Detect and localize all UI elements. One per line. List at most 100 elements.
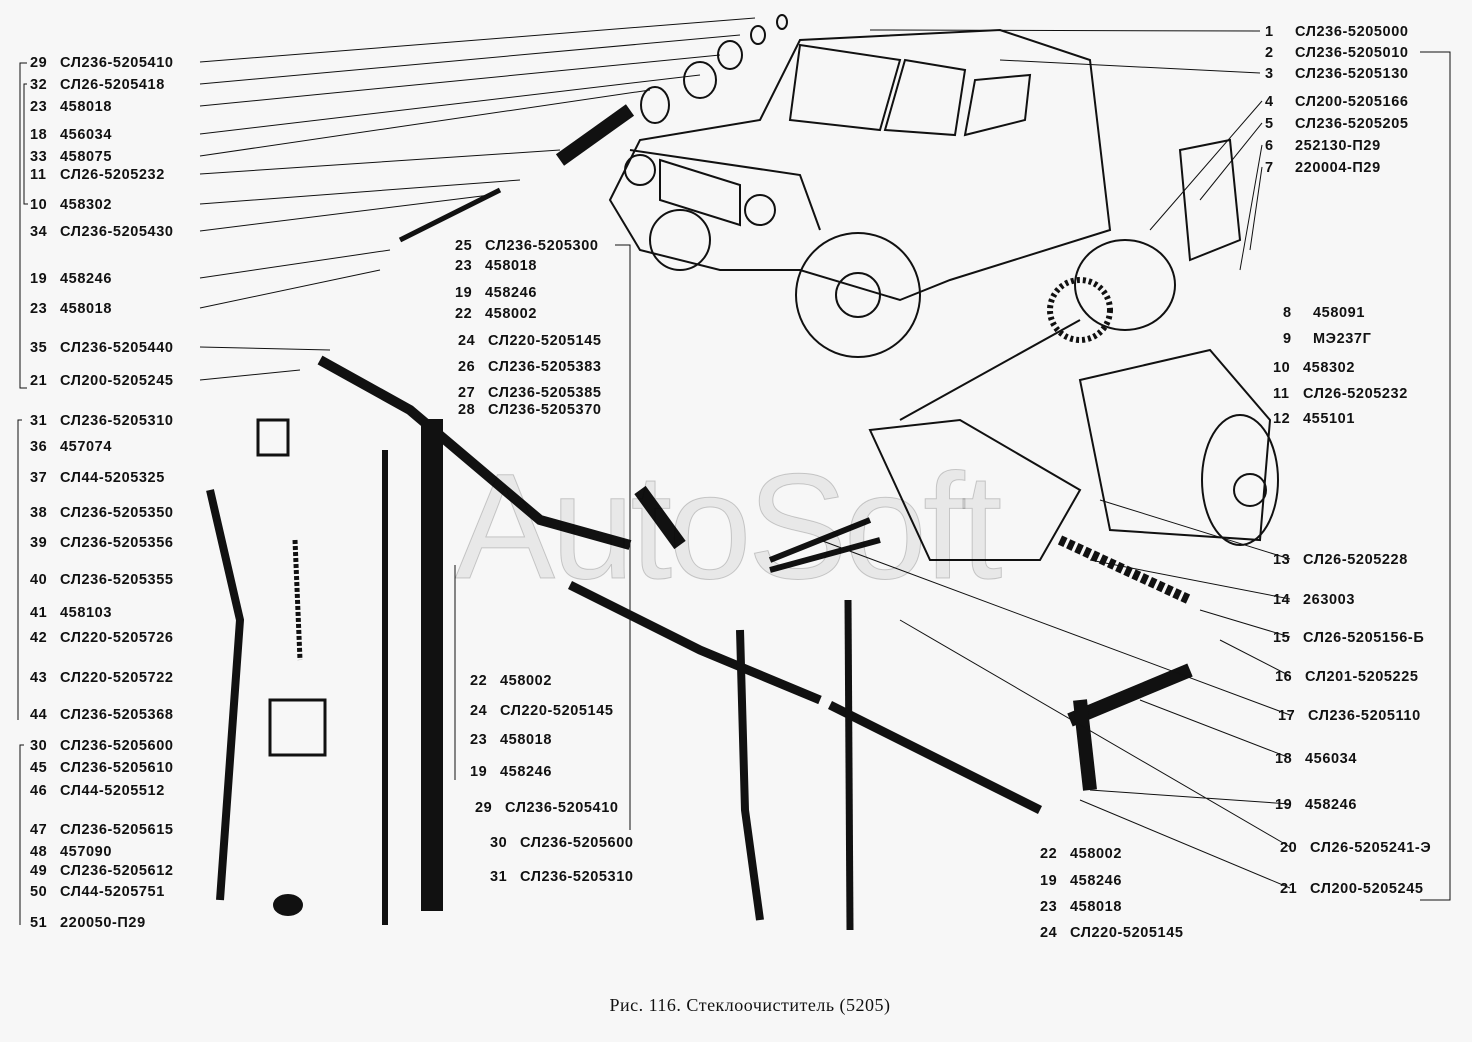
part-number: СЛ236-5205310 <box>60 413 174 429</box>
part-number: СЛ44-5205751 <box>60 884 165 900</box>
callout-number: 41 <box>30 605 48 621</box>
callout-number: 9 <box>1283 331 1292 347</box>
part-number: СЛ200-5205245 <box>1310 881 1424 897</box>
part-number: СЛ236-5205205 <box>1295 116 1409 132</box>
callout-number: 34 <box>30 224 48 240</box>
part-number: СЛ236-5205000 <box>1295 24 1409 40</box>
callout-number: 38 <box>30 505 48 521</box>
callout-number: 20 <box>1280 840 1298 856</box>
callout-number: 33 <box>30 149 48 165</box>
callout-number: 29 <box>475 800 493 816</box>
part-number: СЛ220-5205726 <box>60 630 174 646</box>
figure-caption: Рис. 116. Стеклоочиститель (5205) <box>609 995 891 1015</box>
callout-number: 46 <box>30 783 48 799</box>
part-number: СЛ236-5205600 <box>520 835 634 851</box>
part-number: 458018 <box>60 301 112 317</box>
part-number: 458018 <box>60 99 112 115</box>
part-number: СЛ236-5205130 <box>1295 66 1409 82</box>
callout-number: 22 <box>1040 846 1058 862</box>
part-callout: 51 220050-П29 <box>30 915 146 931</box>
callout-number: 45 <box>30 760 48 776</box>
part-number: 458002 <box>500 673 552 689</box>
part-number: СЛ200-5205166 <box>1295 94 1409 110</box>
part-number: СЛ236-5205356 <box>60 535 174 551</box>
callout-number: 31 <box>490 869 508 885</box>
part-number: СЛ236-5205430 <box>60 224 174 240</box>
part-number: СЛ236-5205350 <box>60 505 174 521</box>
callout-number: 44 <box>30 707 48 723</box>
callout-number: 18 <box>30 127 48 143</box>
callout-number: 11 <box>30 167 47 183</box>
part-number: СЛ236-5205410 <box>505 800 619 816</box>
part-callout: 3 СЛ236-5205130 <box>1265 66 1409 82</box>
callout-number: 6 <box>1265 138 1274 154</box>
callout-number: 19 <box>470 764 488 780</box>
part-number: 220004-П29 <box>1295 160 1381 176</box>
part-number: СЛ236-5205615 <box>60 822 174 838</box>
callout-number: 51 <box>30 915 48 931</box>
part-number: СЛ220-5205145 <box>1070 925 1184 941</box>
part-number: 456034 <box>1305 751 1357 767</box>
callout-number: 27 <box>458 385 476 401</box>
part-number: 263003 <box>1303 592 1355 608</box>
part-number: СЛ26-5205232 <box>1303 386 1408 402</box>
part-number: СЛ220-5205145 <box>500 703 614 719</box>
part-number: СЛ201-5205225 <box>1305 669 1419 685</box>
part-number: СЛ236-5205410 <box>60 55 174 71</box>
part-number: 220050-П29 <box>60 915 146 931</box>
callout-number: 50 <box>30 884 48 900</box>
callout-number: 3 <box>1265 66 1274 82</box>
callout-number: 17 <box>1278 708 1296 724</box>
callout-number: 8 <box>1283 305 1292 321</box>
part-number: СЛ236-5205110 <box>1308 708 1421 724</box>
callout-number: 23 <box>455 258 473 274</box>
callout-number: 23 <box>30 99 48 115</box>
callout-number: 40 <box>30 572 48 588</box>
callout-number: 36 <box>30 439 48 455</box>
part-callout: 17 СЛ236-5205110 <box>1278 708 1421 724</box>
part-callout: 38 СЛ236-5205350 <box>30 505 174 521</box>
part-callout: 46 СЛ44-5205512 <box>30 783 165 799</box>
part-number: 458246 <box>60 271 112 287</box>
callout-number: 10 <box>30 197 48 213</box>
callout-number: 2 <box>1265 45 1274 61</box>
callout-number: 47 <box>30 822 48 838</box>
shaft-parts <box>398 14 1193 791</box>
callout-number: 37 <box>30 470 48 486</box>
callout-number: 30 <box>30 738 48 754</box>
callout-number: 30 <box>490 835 508 851</box>
part-number: 458091 <box>1313 305 1365 321</box>
callout-number: 16 <box>1275 669 1293 685</box>
part-number: СЛ44-5205512 <box>60 783 165 799</box>
part-number: СЛ236-5205440 <box>60 340 174 356</box>
callout-number: 19 <box>1040 873 1058 889</box>
part-number: СЛ236-5205600 <box>60 738 174 754</box>
part-number: СЛ200-5205245 <box>60 373 174 389</box>
